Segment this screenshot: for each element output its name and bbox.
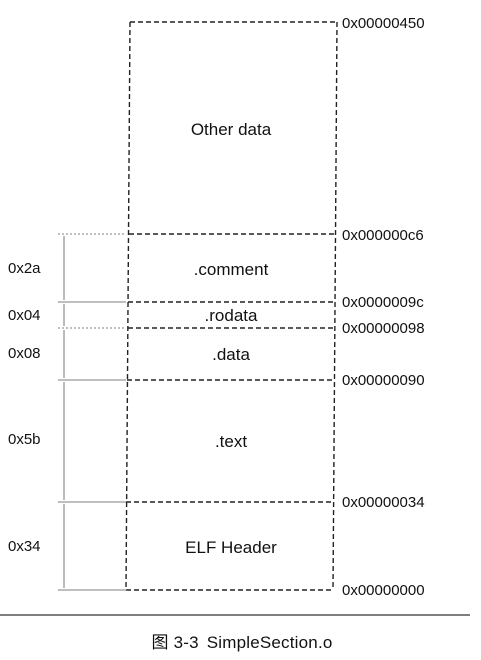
section-label-text: .text (215, 432, 247, 451)
figure-caption: 图 3-3 SimpleSection.o (0, 628, 481, 653)
figure-title: SimpleSection.o (206, 633, 333, 652)
offset-label-0xc6: 0x000000c6 (342, 227, 424, 244)
offset-label-0x9c: 0x0000009c (342, 294, 424, 311)
offset-label-0x90: 0x00000090 (342, 372, 425, 389)
section-dividers (126, 233, 336, 503)
offset-label-0x450: 0x00000450 (342, 15, 425, 32)
section-box-outline (125, 21, 338, 591)
offset-label-0x34: 0x00000034 (342, 494, 425, 511)
offset-label-0x98: 0x00000098 (342, 320, 425, 337)
size-label-data: 0x08 (8, 345, 41, 362)
size-label-text: 0x5b (8, 431, 41, 448)
offset-label-0x00: 0x00000000 (342, 582, 425, 599)
section-label-data: .data (212, 345, 250, 364)
section-label-elf-header: ELF Header (185, 538, 277, 557)
size-label-rodata: 0x04 (8, 307, 41, 324)
section-label-rodata: .rodata (205, 306, 258, 325)
section-label-comment: .comment (194, 260, 269, 279)
size-brackets (58, 233, 126, 591)
elf-layout-diagram: Other data .comment .rodata .data .text … (0, 15, 470, 616)
figure-number: 图 3-3 (151, 633, 199, 652)
section-label-other-data: Other data (191, 120, 272, 139)
size-label-elf-header: 0x34 (8, 538, 41, 555)
size-label-comment: 0x2a (8, 260, 41, 277)
